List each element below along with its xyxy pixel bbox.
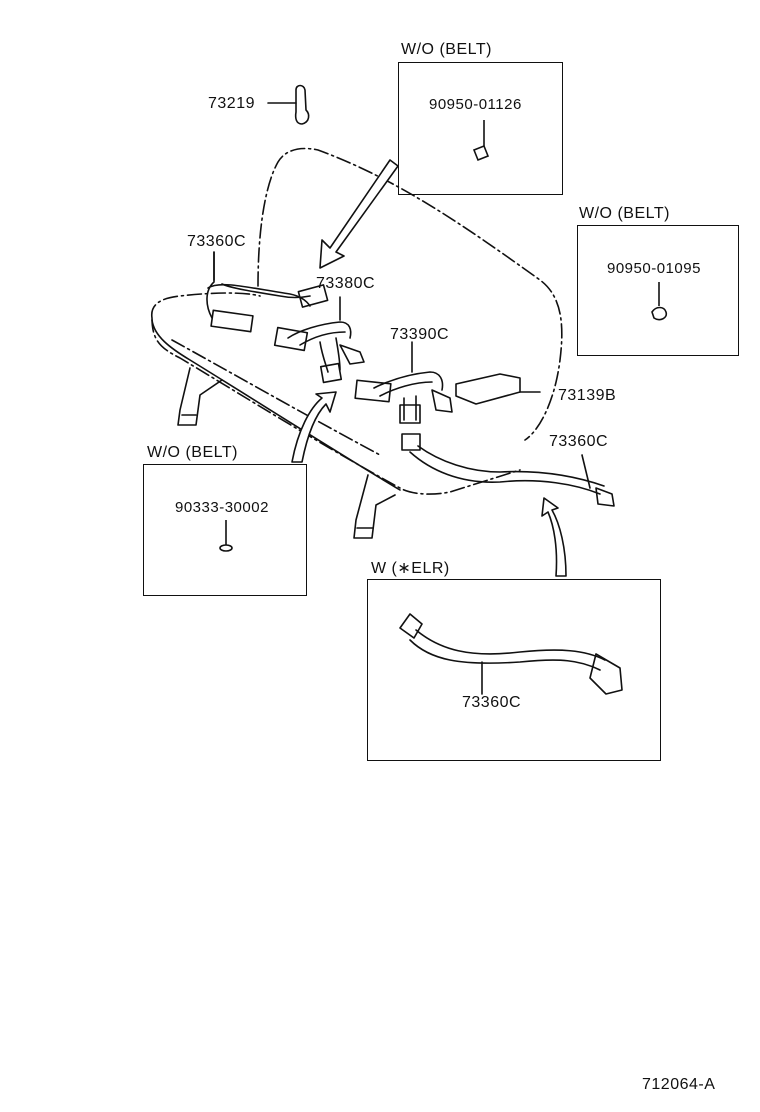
seat-cushion-lower-edge bbox=[151, 319, 401, 491]
inset-left-part-number: 90333-30002 bbox=[175, 499, 269, 516]
label-73390C: 73390C bbox=[390, 326, 450, 343]
inset-bottom-part-number: 73360C bbox=[462, 694, 522, 711]
belt-right-73360C bbox=[409, 445, 605, 495]
drawing-number: 712064-A bbox=[642, 1076, 716, 1093]
latch-73390C bbox=[354, 379, 392, 403]
inset-top-center-header: W/O (BELT) bbox=[401, 41, 492, 58]
inset-top-center bbox=[398, 62, 563, 195]
inset-top-center-part-number: 90950-01126 bbox=[429, 96, 522, 113]
arrow-bottom bbox=[541, 497, 567, 577]
label-73219: 73219 bbox=[208, 95, 255, 112]
label-73360C-right: 73360C bbox=[549, 433, 609, 450]
clip-90950-01126 bbox=[472, 144, 490, 162]
seat-cushion-front bbox=[171, 339, 381, 456]
buckle-left bbox=[210, 309, 254, 333]
inset-belt bbox=[409, 629, 606, 671]
inset-left-header: W/O (BELT) bbox=[147, 444, 238, 461]
label-73380C: 73380C bbox=[316, 275, 376, 292]
latch-left bbox=[297, 284, 329, 308]
inset-left bbox=[143, 464, 307, 596]
seat-leg-left bbox=[177, 367, 223, 426]
belt-73390C bbox=[373, 371, 444, 397]
inset-top-right-part-number: 90950-01095 bbox=[607, 260, 701, 277]
seat-back-outline bbox=[257, 147, 563, 441]
inset-top-right-header: W/O (BELT) bbox=[579, 205, 670, 222]
latch-73380C bbox=[273, 326, 309, 352]
label-73139B: 73139B bbox=[558, 387, 617, 404]
arrow-top-center bbox=[319, 159, 399, 269]
pad-73139B bbox=[455, 373, 521, 405]
clip-90950-01095 bbox=[651, 306, 668, 321]
label-73360C-left: 73360C bbox=[187, 233, 247, 250]
inset-bottom-header: W (∗ELR) bbox=[371, 560, 450, 577]
inset-bottom bbox=[367, 579, 661, 761]
seat-cushion-outline bbox=[151, 292, 521, 495]
seat-leg-right bbox=[353, 474, 396, 539]
arrow-left bbox=[291, 391, 337, 463]
bracket-73219 bbox=[294, 84, 310, 125]
inset-top-right bbox=[577, 225, 739, 356]
